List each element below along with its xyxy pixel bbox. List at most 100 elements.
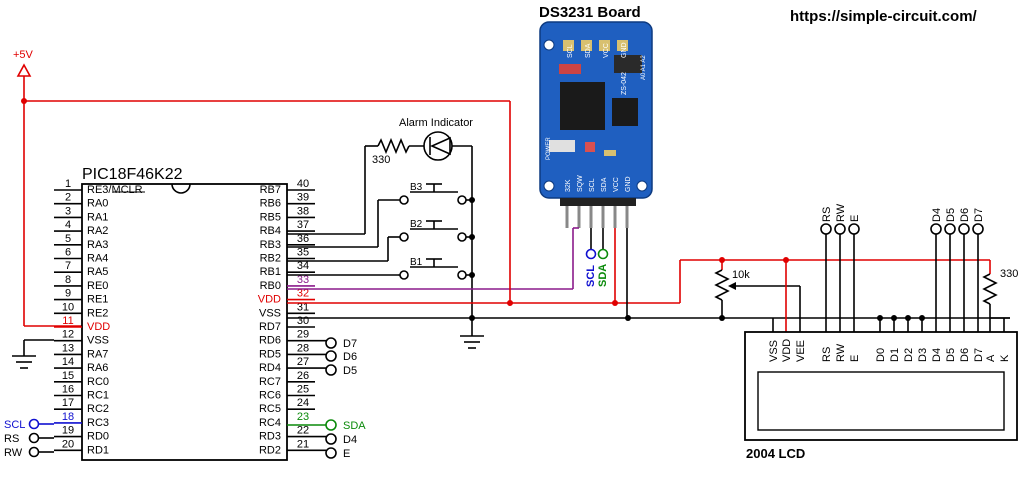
lcd-pin-d4: D4 <box>931 348 943 362</box>
mcu-pin-number: 13 <box>62 342 74 354</box>
mcu-pin-name: RD4 <box>259 362 281 374</box>
mcu-pin-name: RC7 <box>259 376 281 388</box>
lcd-top-d5: D5 <box>945 208 957 222</box>
net-label-d4: D4 <box>343 434 357 446</box>
rtc-silk-32k: 32K <box>565 179 572 192</box>
rtc-silk-sda-2: SDA <box>601 177 608 192</box>
mcu-pin-number: 35 <box>297 247 309 259</box>
mcu-pin-name: RA4 <box>87 253 108 265</box>
lcd-pin-d5: D5 <box>945 348 957 362</box>
mcu-pin-name: RD3 <box>259 431 281 443</box>
rtc-silk-gnd: GND <box>621 42 628 58</box>
alarm-led <box>423 131 453 161</box>
rtc-silk-vcc: VCC <box>603 43 610 58</box>
left-net-wires: SCL RS RW <box>4 418 54 459</box>
mcu-pin-number: 38 <box>297 205 309 217</box>
mcu-pin-number: 17 <box>62 397 74 409</box>
net-label-rw: RW <box>4 447 23 459</box>
net-label-d5: D5 <box>343 365 357 377</box>
mcu-pin-number: 10 <box>62 301 74 313</box>
mcu-pin-number: 14 <box>62 356 74 368</box>
lcd-pin-d2: D2 <box>903 348 915 362</box>
website-url: https://simple-circuit.com/ <box>790 8 978 25</box>
rtc-wiring: SCL SDA <box>573 227 628 318</box>
mcu-pin-number: 3 <box>65 205 71 217</box>
mcu-pin-number: 30 <box>297 315 309 327</box>
lcd-pin-d1: D1 <box>889 348 901 362</box>
mcu-pin-number: 34 <box>297 260 309 272</box>
mcu-pin-name: RB6 <box>260 198 281 210</box>
ds3231-board: SCL SDA VCC GND A0 A1 A2 ZS-042 POWER 32… <box>539 21 653 228</box>
mcu-pin-number: 18 <box>62 411 74 423</box>
mcu-pin-number: 19 <box>62 425 74 437</box>
net-label-d6: D6 <box>343 351 357 363</box>
right-net-terminals: D7 D6 D5 SDA D4 E <box>287 337 366 460</box>
mcu-pin-number: 11 <box>62 315 73 327</box>
buttons-area: B3 B2 B1 <box>287 146 484 349</box>
mcu-pin-name: VSS <box>87 335 109 347</box>
mcu-pin-name: RB1 <box>260 266 281 278</box>
supply-5v-symbol: +5V <box>13 49 510 327</box>
mcu-pin-name: RE0 <box>87 280 108 292</box>
lcd-top-d7: D7 <box>973 208 985 222</box>
supply-label: +5V <box>13 49 34 61</box>
mcu-pin-name: RC0 <box>87 376 109 388</box>
mcu-pin-name: RE1 <box>87 294 108 306</box>
mcu-pin-name: RC5 <box>259 403 281 415</box>
lcd-pin-a: A <box>985 354 997 362</box>
mcu-pin-name: RE2 <box>87 307 108 319</box>
mcu-pin-name: VDD <box>87 321 110 333</box>
mcu-pin-name: RD6 <box>259 335 281 347</box>
rtc-silk-vcc-2: VCC <box>613 177 620 192</box>
mcu-pin-number: 15 <box>62 370 74 382</box>
lcd-pin-d7: D7 <box>973 348 985 362</box>
mcu-pin-number: 26 <box>297 370 309 382</box>
mcu-pin-number: 9 <box>65 288 71 300</box>
lcd-pin-rs: RS <box>821 347 833 362</box>
mcu-pin-name: RD7 <box>259 321 281 333</box>
lcd-pin-vss: VSS <box>768 340 780 362</box>
mcu-pin-number: 20 <box>62 438 74 450</box>
mcu-pin-name: RD5 <box>259 348 281 360</box>
lcd-title: 2004 LCD <box>746 446 805 461</box>
mcu-pin-number: 5 <box>65 233 71 245</box>
pot-resistor <box>714 269 730 301</box>
net-label-sda: SDA <box>343 420 366 432</box>
lcd-top-d4: D4 <box>931 208 943 222</box>
mcu-pin-name: RC1 <box>87 390 109 402</box>
rtc-model: ZS-042 <box>621 72 628 95</box>
mcu-pin-number: 36 <box>297 233 309 245</box>
lcd-pin-k: K <box>999 354 1011 362</box>
backlight-resistor-value: 330 <box>1000 268 1018 280</box>
mcu-pin-name: RB5 <box>260 211 281 223</box>
alarm-resistor-value: 330 <box>372 154 390 166</box>
mcu-pin-number: 27 <box>297 356 309 368</box>
lcd-top-rw: RW <box>835 203 847 222</box>
mcu-pin-name: RB2 <box>260 253 281 265</box>
rtc-silk-sqw: SQW <box>577 175 584 192</box>
mcu-part-number: PIC18F46K22 <box>82 166 183 183</box>
rtc-net-sda: SDA <box>597 264 609 287</box>
mcu-pin-number: 6 <box>65 247 71 259</box>
lcd-pin-vdd: VDD <box>781 339 793 362</box>
mcu-pin-name: RC2 <box>87 403 109 415</box>
